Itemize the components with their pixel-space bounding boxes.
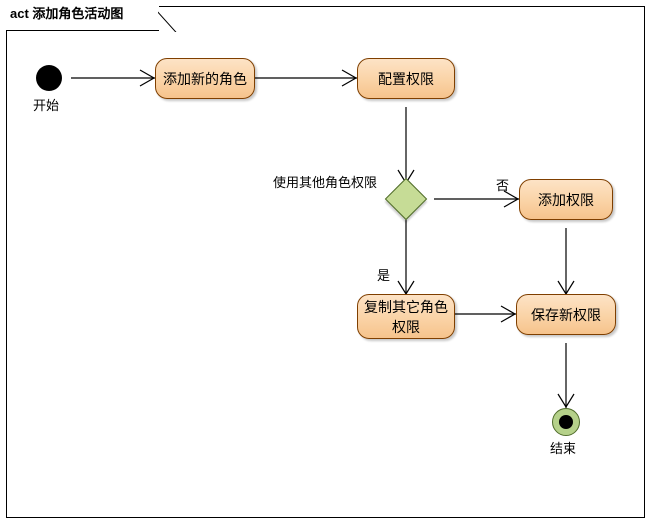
final-node[interactable]: [552, 408, 580, 436]
diagram-title-keyword: act: [10, 6, 29, 21]
initial-node[interactable]: [36, 65, 62, 91]
diagram-title-tab-body: [6, 6, 159, 31]
decision-node[interactable]: [384, 177, 428, 221]
action-save-permission-label: 保存新权限: [531, 306, 601, 323]
guard-label-no: 否: [496, 178, 510, 193]
action-add-permission[interactable]: 添加权限: [519, 179, 613, 220]
action-config-permission[interactable]: 配置权限: [357, 58, 455, 99]
initial-node-label: 开始: [33, 98, 60, 113]
guard-label-yes: 是: [377, 268, 391, 283]
action-add-permission-label: 添加权限: [538, 191, 594, 208]
action-save-permission[interactable]: 保存新权限: [516, 294, 616, 335]
diagram-title-text: 添加角色活动图: [32, 6, 124, 21]
final-node-inner: [559, 415, 573, 429]
final-node-label: 结束: [550, 441, 577, 456]
action-add-role[interactable]: 添加新的角色: [155, 58, 255, 99]
diagram-title: act 添加角色活动图: [10, 3, 123, 22]
action-copy-permission[interactable]: 复制其它角色权限: [357, 294, 455, 339]
diagram-frame: [6, 6, 645, 518]
action-add-role-label: 添加新的角色: [163, 70, 247, 87]
decision-diamond: [384, 177, 428, 221]
action-config-permission-label: 配置权限: [378, 70, 434, 87]
diagram-title-tab: [6, 6, 181, 31]
diagram-frame-right-border: [644, 6, 645, 518]
decision-node-label: 使用其他角色权限: [273, 175, 378, 190]
diagram-title-tab-slant: [158, 6, 184, 32]
action-copy-permission-label: 复制其它角色权限: [364, 298, 448, 335]
